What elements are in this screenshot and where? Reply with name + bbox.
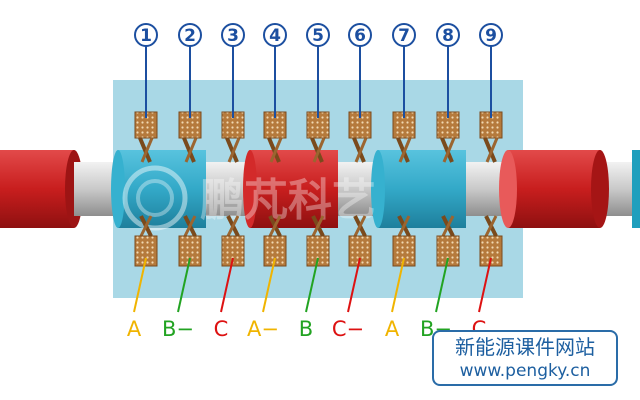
right-tube-start <box>499 150 517 228</box>
magnet-edge-2 <box>243 150 257 228</box>
coil-strap-top-b-3 <box>227 137 241 163</box>
coil-strap-top-1 <box>138 137 152 163</box>
slot-number-group: 1 2 3 4 5 6 7 8 9 <box>134 23 503 118</box>
right-tube-end <box>591 150 609 228</box>
coil-strap-top-b-7 <box>398 137 412 163</box>
phase-pointer-2 <box>177 257 191 313</box>
coil-bottom-7 <box>392 235 416 267</box>
magnet-edge-3 <box>371 150 385 228</box>
coil-strap-top-2 <box>182 137 196 163</box>
coil-bottom-4 <box>263 235 287 267</box>
phase-pointer-4 <box>262 257 276 313</box>
slot-number-4: 4 <box>269 26 281 46</box>
coil-strap-bottom-b-1 <box>139 215 153 237</box>
coil-strap-bottom-b-4 <box>268 215 282 237</box>
slot-number-ring-6 <box>348 23 372 47</box>
right-outer-tube <box>508 150 600 228</box>
coil-strap-top-7 <box>396 137 410 163</box>
phase-pointer-5 <box>305 257 319 313</box>
phase-label-2: B− <box>162 317 194 341</box>
brand-box: 新能源课件网站 www.pengky.cn <box>432 330 618 386</box>
slot-number-8: 8 <box>442 26 454 46</box>
coil-strap-top-4 <box>267 137 281 163</box>
slot-number-ring-2 <box>178 23 202 47</box>
coil-bottom-1 <box>134 235 158 267</box>
coil-strap-top-3 <box>225 137 239 163</box>
watermark-seal-ring <box>122 165 188 231</box>
brand-url[interactable]: www.pengky.cn <box>459 361 591 381</box>
coil-strap-top-9 <box>483 137 497 163</box>
slot-number-ring-4 <box>263 23 287 47</box>
coil-bottom-6 <box>348 235 372 267</box>
coil-strap-top-b-4 <box>269 137 283 163</box>
coil-strap-bottom-b-8 <box>441 215 455 237</box>
slot-number-5: 5 <box>312 26 324 46</box>
phase-pointer-8 <box>435 257 449 313</box>
left-outer-tube <box>0 150 74 228</box>
slot-number-ring-9 <box>479 23 503 47</box>
coil-bottom-3 <box>221 235 245 267</box>
watermark-text: 鹏芃科艺 <box>200 175 376 226</box>
phase-label-1: A <box>127 317 142 341</box>
phase-pointer-9 <box>478 257 492 313</box>
phase-label-7: A <box>385 317 400 341</box>
coil-bottom-9 <box>479 235 503 267</box>
phase-label-6: C− <box>332 317 364 341</box>
phase-pointer-6 <box>347 257 361 313</box>
coil-strap-bottom-b-2 <box>183 215 197 237</box>
coil-strap-top-b-6 <box>354 137 368 163</box>
watermark-seal-core <box>136 179 174 217</box>
right-end-cap <box>632 150 640 228</box>
magnet-2 <box>250 150 338 228</box>
coil-strap-top-8 <box>440 137 454 163</box>
coil-strap-top-b-5 <box>312 137 326 163</box>
magnet-1 <box>118 150 206 228</box>
coil-strap-bottom-b-3 <box>226 215 240 237</box>
slot-number-ring-8 <box>436 23 460 47</box>
coil-group <box>134 111 503 267</box>
slot-number-7: 7 <box>398 26 410 46</box>
coil-strap-top-b-2 <box>184 137 198 163</box>
brand-title: 新能源课件网站 <box>455 335 595 359</box>
coil-strap-bottom-b-6 <box>353 215 367 237</box>
coil-strap-bottom-b-9 <box>484 215 498 237</box>
phase-label-3: C <box>214 317 229 341</box>
coil-strap-bottom-b-5 <box>311 215 325 237</box>
phase-label-5: B <box>299 317 313 341</box>
coil-strap-top-b-8 <box>442 137 456 163</box>
slot-number-ring-1 <box>134 23 158 47</box>
coil-bottom-5 <box>306 235 330 267</box>
slot-number-ring-5 <box>306 23 330 47</box>
coil-strap-top-5 <box>310 137 324 163</box>
magnet-3 <box>378 150 466 228</box>
slot-number-ring-3 <box>221 23 245 47</box>
slot-number-ring-7 <box>392 23 416 47</box>
coil-bottom-2 <box>178 235 202 267</box>
slot-number-1: 1 <box>140 26 152 46</box>
phase-pointer-1 <box>133 257 147 313</box>
phase-label-4: A− <box>247 317 279 341</box>
magnet-edge-1 <box>111 150 125 228</box>
coil-strap-top-6 <box>352 137 366 163</box>
coil-bottom-8 <box>436 235 460 267</box>
magnet-group <box>111 150 466 228</box>
slot-number-2: 2 <box>184 26 196 46</box>
phase-pointer-3 <box>220 257 234 313</box>
slot-number-3: 3 <box>227 26 239 46</box>
coil-strap-top-b-1 <box>140 137 154 163</box>
slot-number-6: 6 <box>354 26 366 46</box>
coil-strap-top-b-9 <box>485 137 499 163</box>
slot-number-9: 9 <box>485 26 497 46</box>
coil-strap-bottom-b-7 <box>397 215 411 237</box>
phase-pointer-7 <box>391 257 405 313</box>
